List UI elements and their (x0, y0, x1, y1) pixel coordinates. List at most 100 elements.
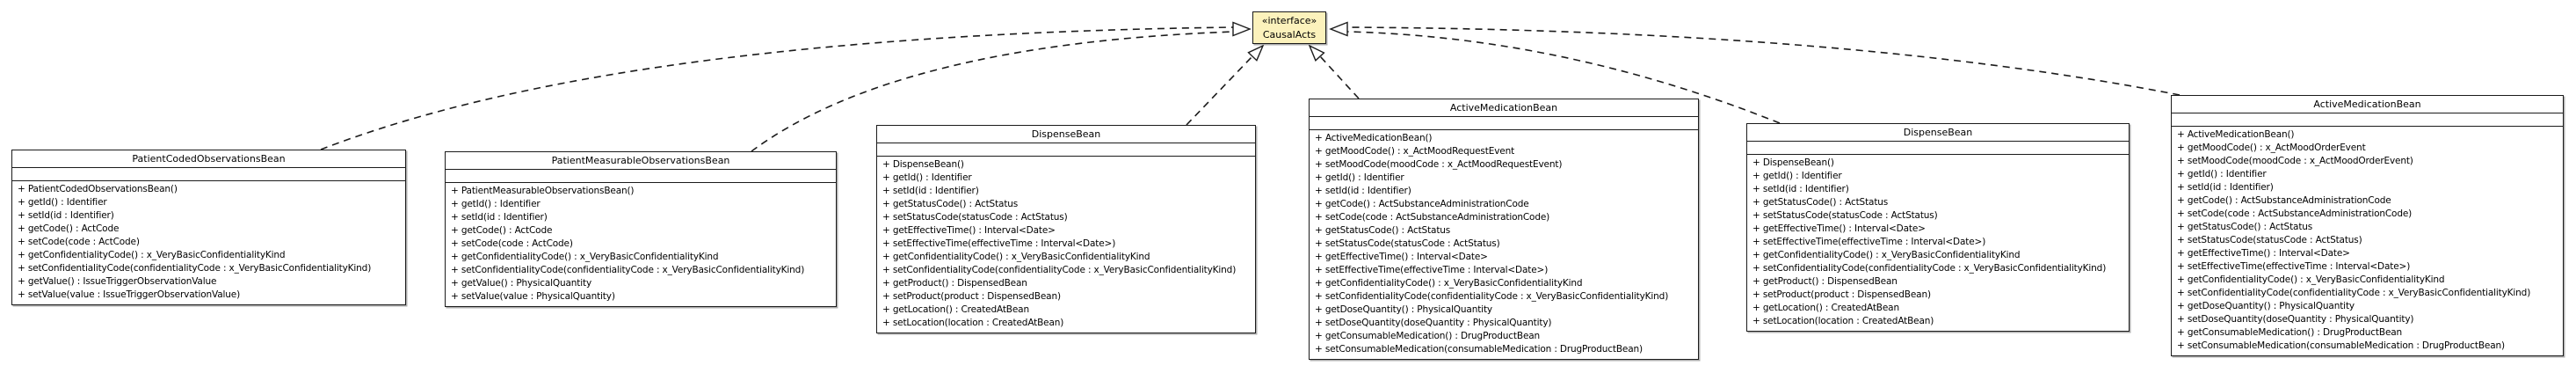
method-item: + setEffectiveTime(effectiveTime : Inter… (1752, 237, 1986, 247)
method-item: + getMoodCode() : x_ActMoodRequestEvent (1315, 146, 1515, 157)
class-node-patient-measurable-observations-bean: PatientMeasurableObservationsBean + Pati… (445, 151, 837, 307)
method-item: + ActiveMedicationBean() (2177, 129, 2295, 140)
method-item: + setLocation(location : CreatedAtBean) (1752, 316, 1934, 326)
method-item: + getConfidentialityCode() : x_VeryBasic… (1752, 250, 2021, 260)
method-item: + getEffectiveTime() : Interval<Date> (1315, 252, 1488, 262)
method-item: + setConfidentialityCode(confidentiality… (18, 263, 372, 274)
method-item: + setStatusCode(statusCode : ActStatus) (1752, 210, 1938, 221)
method-item: + getConfidentialityCode() : x_VeryBasic… (1315, 278, 1583, 289)
realization-arrowhead-right-icon (1329, 21, 1348, 37)
method-item: + getCode() : ActSubstanceAdministration… (1315, 199, 1529, 209)
class-node-patient-coded-observations-bean: PatientCodedObservationsBean + PatientCo… (11, 150, 406, 305)
method-item: + getValue() : PhysicalQuantity (451, 278, 592, 289)
attributes-compartment (1747, 142, 2129, 155)
method-item: + setMoodCode(moodCode : x_ActMoodReques… (1315, 159, 1563, 170)
method-item: + setDoseQuantity(doseQuantity : Physica… (1315, 318, 1552, 328)
method-item: + getStatusCode() : ActStatus (1315, 225, 1451, 236)
method-item: + getEffectiveTime() : Interval<Date> (882, 225, 1056, 236)
attributes-compartment (877, 143, 1255, 157)
methods-compartment: + DispenseBean()+ getId() : Identifier+ … (1747, 155, 2129, 331)
method-item: + DispenseBean() (882, 159, 964, 170)
method-item: + setConfidentialityCode(confidentiality… (2177, 288, 2531, 298)
method-item: + setStatusCode(statusCode : ActStatus) (2177, 235, 2362, 245)
method-item: + getEffectiveTime() : Interval<Date> (1752, 223, 1926, 234)
method-item: + setEffectiveTime(effectiveTime : Inter… (882, 238, 1116, 249)
method-item: + PatientMeasurableObservationsBean() (451, 186, 635, 196)
method-item: + setDoseQuantity(doseQuantity : Physica… (2177, 314, 2414, 325)
realization-edge-dispense-left (1186, 55, 1253, 126)
class-title: DispenseBean (1747, 124, 2129, 142)
method-item: + getDoseQuantity() : PhysicalQuantity (1315, 304, 1492, 315)
class-title: PatientMeasurableObservationsBean (446, 152, 836, 170)
class-node-dispense-bean-right: DispenseBean + DispenseBean()+ getId() :… (1746, 123, 2130, 332)
methods-compartment: + ActiveMedicationBean() + getMoodCode() … (2172, 127, 2563, 355)
class-node-dispense-bean-left: DispenseBean + DispenseBean() + getId() :… (876, 125, 1256, 333)
methods-compartment: + PatientCodedObservationsBean() + getId(… (12, 181, 405, 304)
interface-name: CausalActs (1262, 29, 1317, 40)
attributes-compartment (446, 170, 836, 183)
method-item: + setValue(value : IssueTriggerObservati… (18, 289, 241, 300)
interface-stereotype: «interface» (1261, 15, 1317, 26)
method-item: + getEffectiveTime() : Interval<Date> (2177, 248, 2350, 259)
method-item: + getId() : Identifier (1315, 172, 1404, 183)
method-item: + getProduct() : DispensedBean (882, 278, 1027, 289)
method-item: + setLocation(location : CreatedAtBean) (882, 318, 1064, 328)
methods-compartment: + ActiveMedicationBean() + getMoodCode() … (1310, 130, 1698, 359)
interface-node-causalacts: «interface» CausalActs (1252, 11, 1326, 44)
method-item: + DispenseBean() (1752, 157, 1834, 168)
method-item: + getCode() : ActSubstanceAdministration… (2177, 195, 2391, 206)
method-item: + getId() : Identifier (18, 197, 107, 208)
method-item: + setConfidentialityCode(confidentiality… (1315, 291, 1669, 302)
methods-compartment: + DispenseBean() + getId() : Identifier + … (877, 157, 1255, 333)
method-item: + getId() : Identifier (882, 172, 972, 183)
method-item: + getConfidentialityCode() : x_VeryBasic… (451, 252, 719, 262)
class-title: DispenseBean (877, 126, 1255, 143)
method-item: + getMoodCode() : x_ActMoodOrderEvent (2177, 143, 2366, 153)
method-item: + setStatusCode(statusCode : ActStatus) (882, 212, 1068, 223)
attributes-compartment (2172, 113, 2563, 127)
method-item: + getStatusCode() : ActStatus (1752, 197, 1889, 208)
method-item: + setCode(code : ActCode) (18, 237, 140, 247)
method-item: + getConfidentialityCode() : x_VeryBasic… (2177, 274, 2445, 285)
class-title: PatientCodedObservationsBean (12, 150, 405, 168)
method-item: + setConfidentialityCode(confidentiality… (882, 265, 1237, 275)
method-item: + setEffectiveTime(effectiveTime : Inter… (1315, 265, 1549, 275)
class-title: ActiveMedicationBean (2172, 96, 2563, 113)
realization-edge-active-medication-right (1346, 26, 2181, 96)
method-item: + getConfidentialityCode() : x_VeryBasic… (18, 250, 286, 260)
method-item: + getProduct() : DispensedBean (1752, 276, 1898, 287)
method-item: + setStatusCode(statusCode : ActStatus) (1315, 238, 1500, 249)
method-item: + setConsumableMedication(consumableMedi… (1315, 344, 1643, 355)
method-item: + getCode() : ActCode (451, 225, 553, 236)
method-item: + getConfidentialityCode() : x_VeryBasic… (882, 252, 1150, 262)
realization-edge-active-medication-left (1319, 55, 1360, 99)
method-item: + getId() : Identifier (451, 199, 541, 209)
method-item: + setProduct(product : DispensedBean) (1752, 289, 1931, 300)
method-item: + getConsumableMedication() : DrugProduc… (1315, 331, 1541, 341)
method-item: + setConfidentialityCode(confidentiality… (451, 265, 805, 275)
class-node-active-medication-bean-right: ActiveMedicationBean + ActiveMedicationB… (2171, 95, 2564, 356)
class-title: ActiveMedicationBean (1310, 99, 1698, 117)
method-item: + getValue() : IssueTriggerObservationVa… (18, 276, 217, 287)
method-item: + setId(id : Identifier) (2177, 182, 2274, 193)
method-item: + setConsumableMedication(consumableMedi… (2177, 340, 2505, 351)
method-item: + PatientCodedObservationsBean() (18, 184, 178, 194)
method-item: + ActiveMedicationBean() (1315, 133, 1433, 143)
attributes-compartment (12, 168, 405, 181)
method-item: + setId(id : Identifier) (1752, 184, 1849, 194)
class-node-active-medication-bean-left: ActiveMedicationBean + ActiveMedicationB… (1309, 99, 1699, 360)
method-item: + setId(id : Identifier) (18, 210, 114, 221)
method-item: + getConsumableMedication() : DrugProduc… (2177, 327, 2403, 338)
method-item: + getId() : Identifier (2177, 169, 2267, 179)
methods-compartment: + PatientMeasurableObservationsBean() + g… (446, 183, 836, 306)
method-item: + getStatusCode() : ActStatus (882, 199, 1019, 209)
method-item: + setMoodCode(moodCode : x_ActMoodOrderE… (2177, 156, 2413, 166)
method-item: + getStatusCode() : ActStatus (2177, 222, 2313, 232)
method-item: + getDoseQuantity() : PhysicalQuantity (2177, 301, 2355, 311)
method-item: + setCode(code : ActCode) (451, 238, 573, 249)
method-item: + setConfidentialityCode(confidentiality… (1752, 263, 2107, 274)
method-item: + setCode(code : ActSubstanceAdministrat… (1315, 212, 1550, 223)
method-item: + setId(id : Identifier) (1315, 186, 1411, 196)
realization-arrowhead-bottom-left-icon (1247, 44, 1265, 62)
